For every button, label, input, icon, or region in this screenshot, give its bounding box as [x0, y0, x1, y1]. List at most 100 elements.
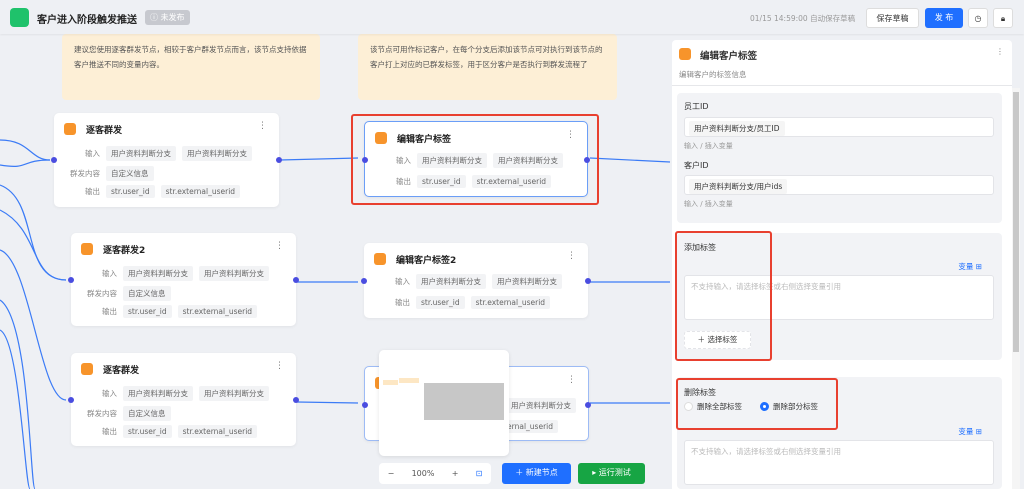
output-chip: str.external_userid: [177, 425, 258, 438]
lock-icon[interactable]: 🔒︎: [993, 8, 1013, 28]
remove-partial-label: 删除部分标签: [773, 402, 818, 411]
input-port[interactable]: [68, 277, 74, 283]
new-node-button[interactable]: ＋ 新建节点: [502, 463, 571, 484]
status-text: 未发布: [160, 13, 185, 22]
clock-icon[interactable]: ◷: [968, 8, 988, 28]
radio-remove-all[interactable]: 删除全部标签: [684, 401, 742, 412]
input-port[interactable]: [68, 397, 74, 403]
sticky-note[interactable]: 建议您使用逐客群发节点，相较于客户群发节点而言，该节点支持依据客户推送不同的变量…: [62, 34, 320, 100]
node-title: 逐客群发2: [103, 246, 146, 256]
input-port[interactable]: [362, 157, 368, 163]
zoom-in-button[interactable]: +: [451, 469, 459, 478]
customer-id-label: 客户ID: [684, 161, 709, 170]
output-port[interactable]: [293, 277, 299, 283]
output-label: 输出: [102, 427, 117, 436]
output-port[interactable]: [585, 402, 591, 408]
id-section: 员工ID 用户资料判断分支/员工ID 输入 / 插入变量 客户ID 用户资料判断…: [677, 93, 1002, 223]
output-port[interactable]: [276, 157, 282, 163]
minimap-viewport[interactable]: [424, 383, 504, 420]
input-chip: 用户资料判断分支: [493, 153, 563, 168]
more-icon[interactable]: ⋮: [566, 130, 575, 140]
minimap[interactable]: [379, 350, 509, 456]
content-chip: 自定义信息: [123, 286, 171, 301]
more-icon[interactable]: ⋮: [567, 375, 576, 385]
input-chip: 用户资料判断分支: [123, 266, 193, 281]
more-icon[interactable]: ⋮: [275, 241, 284, 251]
flow-title: 客户进入阶段触发推送: [37, 15, 137, 26]
customer-id-value: 用户资料判断分支/用户ids: [689, 179, 788, 194]
variable-button[interactable]: 变量 ⊞: [958, 427, 982, 436]
edges: [0, 139, 671, 489]
input-chip: 用户资料判断分支: [199, 266, 269, 281]
input-label: 输入: [102, 269, 117, 278]
add-tag-label: 添加标签: [684, 243, 716, 252]
input-chip: 用户资料判断分支: [506, 398, 576, 413]
staff-id-label: 员工ID: [684, 102, 709, 111]
output-label: 输出: [395, 298, 410, 307]
select-tag-button[interactable]: ＋ 选择标签: [684, 331, 751, 349]
input-port[interactable]: [362, 402, 368, 408]
radio-checked[interactable]: [760, 402, 769, 411]
remove-tag-placeholder: 不支持输入，请选择标签或右侧选择变量引用: [691, 447, 841, 456]
remove-tag-section: 删除标签 删除全部标签 删除部分标签 变量 ⊞ 不支持输入，请选择标签或右侧选择…: [677, 377, 1002, 489]
zoom-level: 100%: [411, 469, 435, 478]
publish-button[interactable]: 发 布: [925, 8, 963, 28]
output-port[interactable]: [584, 157, 590, 163]
more-icon[interactable]: ⋮: [258, 121, 267, 131]
input-chip: 用户资料判断分支: [417, 153, 487, 168]
zoom-out-button[interactable]: −: [387, 469, 395, 478]
output-port[interactable]: [585, 278, 591, 284]
tag-icon: [375, 132, 387, 144]
variable-button[interactable]: 变量 ⊞: [958, 262, 982, 271]
content-chip: 自定义信息: [123, 406, 171, 421]
run-test-button[interactable]: ▸ 运行测试: [578, 463, 645, 484]
content-label: 群发内容: [70, 169, 100, 178]
more-icon[interactable]: ⋮: [567, 251, 576, 261]
input-port[interactable]: [51, 157, 57, 163]
sticky-note[interactable]: 该节点可用作标记客户，在每个分支后添加该节点可对执行到该节点的客户打上对应的已群…: [358, 34, 617, 100]
input-chip: 用户资料判断分支: [492, 274, 562, 289]
highlight-box: [676, 378, 838, 430]
scrollbar[interactable]: [1012, 88, 1020, 489]
radio-remove-partial[interactable]: 删除部分标签: [760, 401, 818, 412]
remove-tag-input[interactable]: 不支持输入，请选择标签或右侧选择变量引用: [684, 440, 994, 485]
input-chip: 用户资料判断分支: [182, 146, 252, 161]
variable-label: 变量: [958, 262, 974, 271]
node-settings-panel: 编辑客户标签 ⋮ 编辑客户的标签信息 员工ID 用户资料判断分支/员工ID 输入…: [672, 40, 1012, 489]
input-label: 输入: [102, 389, 117, 398]
radio-unchecked[interactable]: [684, 402, 693, 411]
input-port[interactable]: [361, 278, 367, 284]
staff-id-input[interactable]: 用户资料判断分支/员工ID: [684, 117, 994, 137]
remove-all-label: 删除全部标签: [697, 402, 742, 411]
more-icon[interactable]: ⋮: [996, 47, 1004, 56]
output-chip: str.external_userid: [160, 185, 241, 198]
variable-label: 变量: [958, 427, 974, 436]
output-port[interactable]: [293, 397, 299, 403]
content-chip: 自定义信息: [106, 166, 154, 181]
customer-id-hint[interactable]: 输入 / 插入变量: [684, 200, 733, 208]
input-label: 输入: [395, 277, 410, 286]
autosave-text: 01/15 14:59:00 自动保存草稿: [750, 14, 856, 23]
save-draft-button[interactable]: 保存草稿: [866, 8, 919, 28]
input-label: 输入: [85, 149, 100, 158]
output-chip: str.external_userid: [177, 305, 258, 318]
new-node-label: 新建节点: [525, 468, 558, 477]
fit-view-icon[interactable]: ⊡: [475, 469, 483, 478]
staff-id-hint[interactable]: 输入 / 插入变量: [684, 142, 733, 150]
content-label: 群发内容: [87, 289, 117, 298]
staff-id-value: 用户资料判断分支/员工ID: [689, 121, 785, 136]
tag-icon: [374, 253, 386, 265]
more-icon[interactable]: ⋮: [275, 361, 284, 371]
highlight-box: [351, 114, 599, 205]
add-tag-input[interactable]: 不支持输入，请选择标签或右侧选择变量引用: [684, 275, 994, 320]
panel-subtitle: 编辑客户的标签信息: [679, 70, 747, 79]
customer-id-input[interactable]: 用户资料判断分支/用户ids: [684, 175, 994, 195]
input-chip: 用户资料判断分支: [106, 146, 176, 161]
node-title: 逐客群发: [86, 126, 123, 136]
output-chip: str.external_userid: [471, 175, 552, 188]
